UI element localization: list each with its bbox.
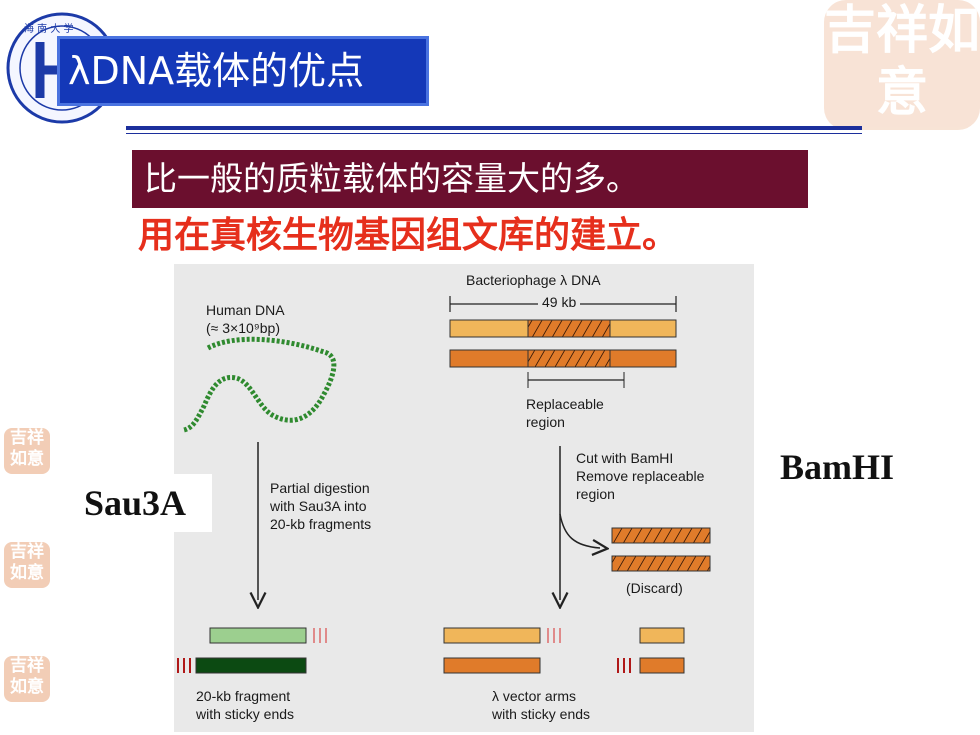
seal-decoration-left-2: 吉祥如意 [4, 542, 50, 588]
fragment-dark [195, 657, 307, 674]
phage-dna-label: Bacteriophage λ DNA [466, 272, 601, 288]
sticky-ends-fragment-light [313, 628, 327, 643]
slide-title: λDNA载体的优点 [57, 36, 429, 106]
seal-decoration-top: 吉祥如意 [824, 0, 980, 130]
bamhi-cut-line1: Cut with BamHI [576, 450, 674, 466]
vector-left-arm-light [443, 627, 541, 644]
sau3a-label: Sau3A [84, 483, 187, 523]
seal-decoration-left-1: 吉祥如意 [4, 428, 50, 474]
sticky-ends-fragment-dark [177, 658, 191, 673]
title-underline-thick [126, 126, 862, 130]
partial-digestion-line2: with Sau3A into [270, 498, 367, 514]
human-dna-strand [183, 336, 337, 433]
capacity-statement: 比一般的质粒载体的容量大的多。 [132, 150, 808, 208]
application-statement: 用在真核生物基因组文库的建立。 [138, 215, 679, 256]
vector-right-arm-dark [639, 657, 685, 674]
vector-arms-label-line1: λ vector arms [492, 688, 577, 704]
sau3a-label-box: Sau3A [80, 474, 212, 532]
logo-seal-text: 海 南 大 学 [24, 22, 74, 35]
discard-fragment-1 [611, 527, 711, 544]
fragment-label-line2: with sticky ends [196, 706, 295, 722]
replaceable-label-line1: Replaceable [526, 396, 604, 412]
vector-left-arm-dark [443, 657, 541, 674]
bamhi-label-box: BamHI [768, 440, 936, 494]
sticky-ends-arm-light [547, 628, 561, 643]
vector-arms-label-line2: with sticky ends [492, 706, 591, 722]
seal-decoration-left-3: 吉祥如意 [4, 656, 50, 702]
phage-length-label: 49 kb [538, 294, 581, 310]
partial-digestion-line3: 20-kb fragments [270, 516, 372, 532]
lambda-library-diagram: Human DNA (≈ 3×10⁹bp) Bacteriophage λ DN… [174, 264, 754, 732]
discard-label: (Discard) [626, 580, 683, 596]
discard-fragment-2 [611, 555, 711, 572]
fragment-light [209, 627, 307, 644]
replaceable-label-line2: region [526, 414, 565, 430]
title-underline-thin [126, 133, 862, 134]
bamhi-label: BamHI [780, 447, 895, 487]
human-dna-size: (≈ 3×10⁹bp) [206, 320, 280, 336]
partial-digestion-line1: Partial digestion [270, 480, 370, 496]
bamhi-cut-line3: region [576, 486, 615, 502]
fragment-label-line1: 20-kb fragment [196, 688, 291, 704]
human-dna-label: Human DNA [206, 302, 285, 318]
sticky-ends-arm-dark [617, 658, 631, 673]
discard-arrow [559, 513, 600, 548]
diagram-graphics [177, 296, 711, 674]
bamhi-cut-line2: Remove replaceable [576, 468, 705, 484]
vector-right-arm-light [639, 627, 685, 644]
